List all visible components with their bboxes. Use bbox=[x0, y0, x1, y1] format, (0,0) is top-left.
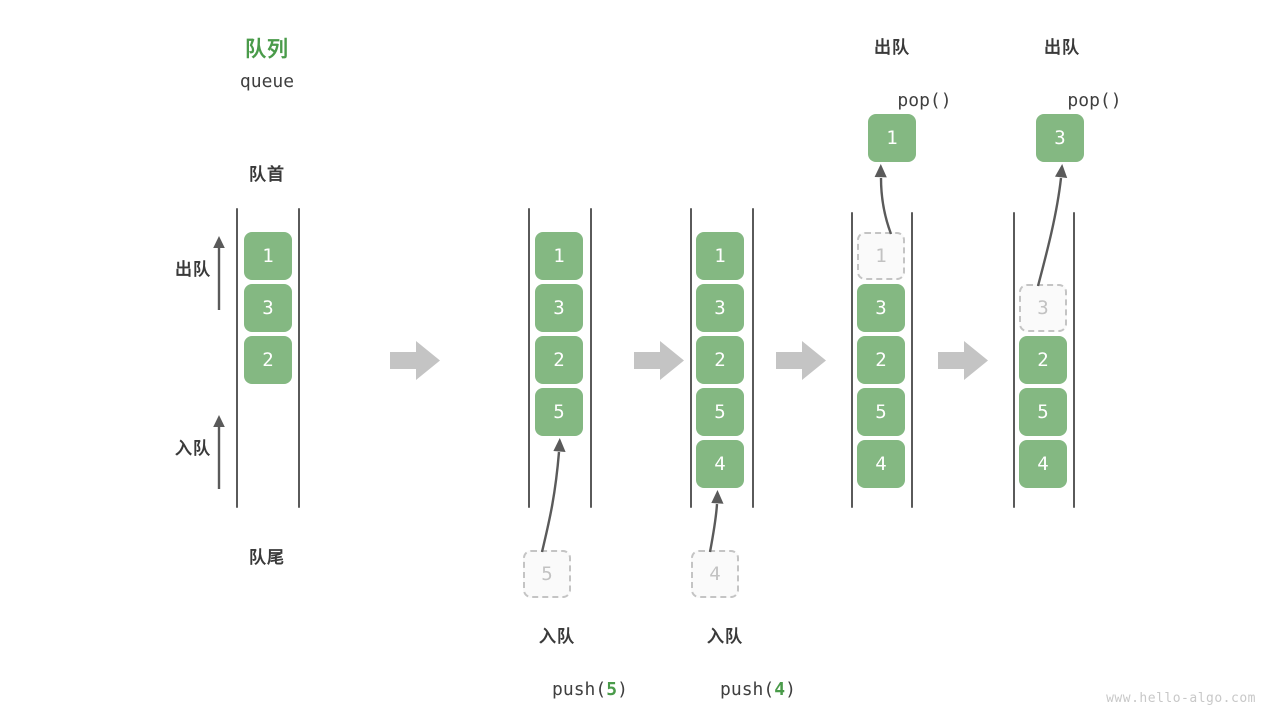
queue-ghost-cell: 1 bbox=[857, 232, 905, 280]
queue-cell: 2 bbox=[696, 336, 744, 384]
queue-rail-left bbox=[1013, 212, 1015, 508]
queue-front-label: 队首 bbox=[249, 165, 285, 185]
queue-rail-left bbox=[690, 208, 692, 508]
queue-cell: 5 bbox=[696, 388, 744, 436]
push-arrow-icon bbox=[708, 490, 724, 553]
queue-ghost-cell: 3 bbox=[1019, 284, 1067, 332]
dequeue-direction-label: 出队 bbox=[175, 260, 211, 280]
queue-cell: 2 bbox=[1019, 336, 1067, 384]
queue-cell: 4 bbox=[1019, 440, 1067, 488]
pop-arrow-icon bbox=[874, 164, 893, 235]
queue-rail-right bbox=[1073, 212, 1075, 508]
push-code-arg: 4 bbox=[774, 679, 786, 700]
push-operation-label: 入队 bbox=[539, 627, 575, 647]
popped-value-cell: 1 bbox=[868, 114, 916, 162]
push-code-pre: push( bbox=[552, 679, 607, 700]
queue-cell: 5 bbox=[1019, 388, 1067, 436]
watermark: www.hello-algo.com bbox=[1106, 691, 1256, 706]
queue-ghost-cell: 5 bbox=[523, 550, 571, 598]
pop-code-post: ) bbox=[940, 90, 952, 111]
diagram-title-cn: 队列 bbox=[245, 37, 289, 61]
step-arrow-icon bbox=[390, 341, 440, 380]
push-code-arg: 5 bbox=[606, 679, 618, 700]
push-arrow-icon bbox=[540, 438, 566, 553]
queue-rail-right bbox=[298, 208, 300, 508]
pop-operation-label: 出队 bbox=[874, 38, 910, 58]
pop-operation-code: pop() bbox=[992, 69, 1132, 132]
queue-rear-label: 队尾 bbox=[249, 548, 285, 568]
push-code-pre: push( bbox=[720, 679, 775, 700]
diagram-title-en: queue bbox=[239, 71, 295, 92]
pop-operation-code: pop() bbox=[822, 69, 962, 132]
dequeue-direction-arrow-icon bbox=[213, 236, 225, 310]
push-code-post: ) bbox=[617, 679, 628, 700]
queue-cell: 2 bbox=[535, 336, 583, 384]
queue-cell: 2 bbox=[857, 336, 905, 384]
pop-code-post: ) bbox=[1110, 90, 1122, 111]
queue-rail-left bbox=[851, 212, 853, 508]
queue-cell: 1 bbox=[696, 232, 744, 280]
queue-cell: 3 bbox=[535, 284, 583, 332]
push-operation-code: push(5) bbox=[487, 658, 628, 721]
pop-arrow-icon bbox=[1036, 164, 1068, 287]
pop-operation-label: 出队 bbox=[1044, 38, 1080, 58]
enqueue-direction-arrow-icon bbox=[213, 415, 225, 489]
queue-rail-left bbox=[236, 208, 238, 508]
queue-rail-right bbox=[590, 208, 592, 508]
queue-cell: 5 bbox=[857, 388, 905, 436]
push-operation-label: 入队 bbox=[707, 627, 743, 647]
popped-value-cell: 3 bbox=[1036, 114, 1084, 162]
queue-cell: 1 bbox=[535, 232, 583, 280]
queue-cell: 2 bbox=[244, 336, 292, 384]
queue-cell: 3 bbox=[857, 284, 905, 332]
push-operation-code: push(4) bbox=[655, 658, 796, 721]
step-arrow-icon bbox=[634, 341, 684, 380]
queue-rail-right bbox=[911, 212, 913, 508]
step-arrow-icon bbox=[776, 341, 826, 380]
enqueue-direction-label: 入队 bbox=[175, 439, 211, 459]
queue-cell: 3 bbox=[696, 284, 744, 332]
push-code-post: ) bbox=[785, 679, 796, 700]
queue-cell: 3 bbox=[244, 284, 292, 332]
queue-rail-right bbox=[752, 208, 754, 508]
queue-cell-new: 5 bbox=[535, 388, 583, 436]
queue-cell: 1 bbox=[244, 232, 292, 280]
pop-code-pre: pop( bbox=[897, 90, 941, 111]
queue-ghost-cell: 4 bbox=[691, 550, 739, 598]
pop-code-pre: pop( bbox=[1067, 90, 1111, 111]
queue-rail-left bbox=[528, 208, 530, 508]
queue-cell: 4 bbox=[857, 440, 905, 488]
queue-cell-new: 4 bbox=[696, 440, 744, 488]
step-arrow-icon bbox=[938, 341, 988, 380]
